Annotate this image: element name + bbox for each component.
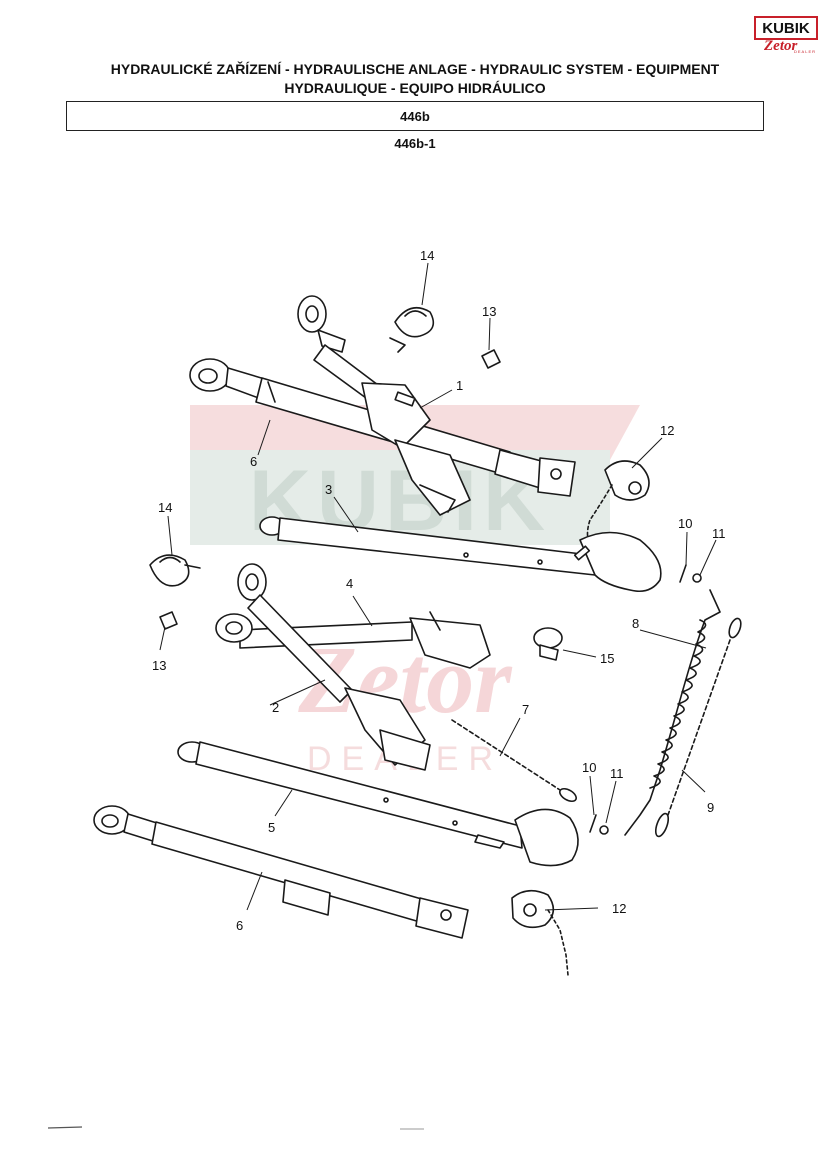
callout-1: 1: [456, 378, 463, 393]
callout-12a: 12: [660, 423, 674, 438]
callout-4: 4: [346, 576, 353, 591]
part-14-clip-left: [149, 554, 201, 587]
part-3-lower-link-left: [259, 516, 662, 593]
callout-2: 2: [272, 700, 279, 715]
page-title-line1: HYDRAULICKÉ ZAŘÍZENÍ - HYDRAULISCHE ANLA…: [110, 61, 720, 77]
part-2-lift-rod: [215, 563, 431, 771]
leader-lines: [159, 262, 717, 911]
part-12-pin-bottom: [511, 889, 569, 976]
callout-13a: 13: [482, 304, 496, 319]
logo-dealer-text: DEALER: [794, 49, 817, 54]
callout-10a: 10: [678, 516, 692, 531]
part-13-bush-top: [481, 349, 501, 369]
part-14-clip-top: [389, 306, 435, 353]
group-code: 446b: [400, 108, 430, 124]
callout-13b: 13: [152, 658, 166, 673]
callout-3: 3: [325, 482, 332, 497]
callout-6b: 6: [236, 918, 243, 933]
part-13-bush-left: [159, 611, 178, 630]
callout-11a: 11: [712, 526, 726, 541]
callout-10b: 10: [582, 760, 596, 775]
part-11-washer-top: [692, 573, 702, 583]
callout-9: 9: [707, 800, 714, 815]
part-6-lower-lift-rod: [93, 805, 469, 939]
kubik-zetor-logo: KUBIK Zetor DEALER: [754, 12, 820, 58]
callout-12b: 12: [612, 901, 626, 916]
part-15-pin: [533, 627, 563, 661]
callout-5: 5: [268, 820, 275, 835]
group-code-box: 446b: [66, 101, 764, 131]
page-title-line2: HYDRAULIQUE - EQUIPO HIDRÁULICO: [284, 80, 546, 96]
part-1-top-link: [297, 295, 471, 516]
part-11-washer-bottom: [599, 825, 609, 835]
scan-mark-left: [47, 1126, 83, 1129]
subgroup-code: 446b-1: [394, 136, 436, 151]
part-10-cotter-pin-top: [679, 564, 687, 583]
callout-14a: 14: [420, 248, 434, 263]
part-9-chain: [654, 617, 742, 838]
part-10-cotter-pin-bottom: [589, 814, 597, 833]
callout-6a: 6: [250, 454, 257, 469]
callout-15: 15: [600, 651, 614, 666]
logo-zetor-text: Zetor: [764, 38, 798, 54]
part-7-chain: [451, 719, 577, 803]
callout-8: 8: [632, 616, 639, 631]
logo-kubik-text: KUBIK: [762, 19, 810, 37]
part-5-lower-link-right: [177, 741, 579, 867]
callout-14b: 14: [158, 500, 172, 515]
logo-kubik-box: KUBIK: [754, 16, 818, 40]
part-8-spring: [624, 589, 721, 836]
callout-11b: 11: [610, 766, 624, 781]
callout-7: 7: [522, 702, 529, 717]
